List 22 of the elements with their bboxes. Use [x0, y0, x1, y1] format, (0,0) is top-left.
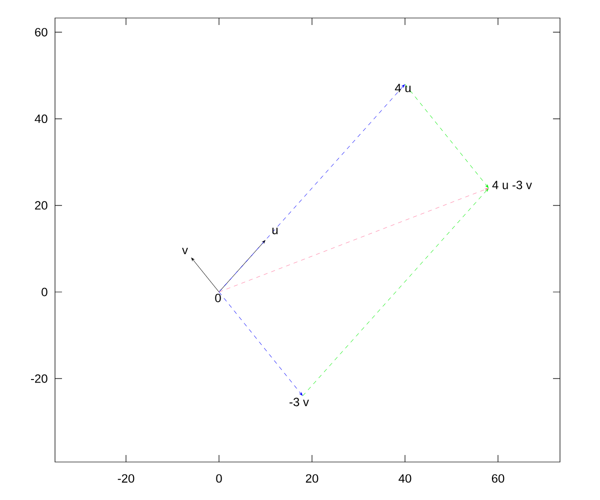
point-label: 0 [215, 294, 221, 302]
tick-label: -20 [31, 374, 48, 383]
point-label: v [182, 248, 188, 254]
arrow [218, 292, 302, 396]
point-label: u [272, 228, 278, 234]
tick-label: 0 [216, 474, 222, 483]
arrow [218, 188, 488, 292]
tick-label: -20 [118, 474, 134, 483]
arrow [218, 84, 405, 292]
point-label: -3 v [290, 398, 309, 406]
tick-label: 60 [492, 474, 504, 483]
arrow [302, 188, 488, 396]
arrow [404, 84, 488, 188]
tick-label: 20 [35, 201, 48, 210]
tick-label: 40 [398, 474, 412, 483]
tick-label: 60 [35, 28, 48, 36]
tick-label: 0 [42, 288, 48, 296]
point-label: 4 u -3 v [492, 180, 532, 190]
tick-label: 40 [34, 114, 48, 124]
tick-label: 20 [306, 474, 318, 483]
arrow [191, 258, 220, 292]
point-label: 4 u [394, 84, 411, 92]
